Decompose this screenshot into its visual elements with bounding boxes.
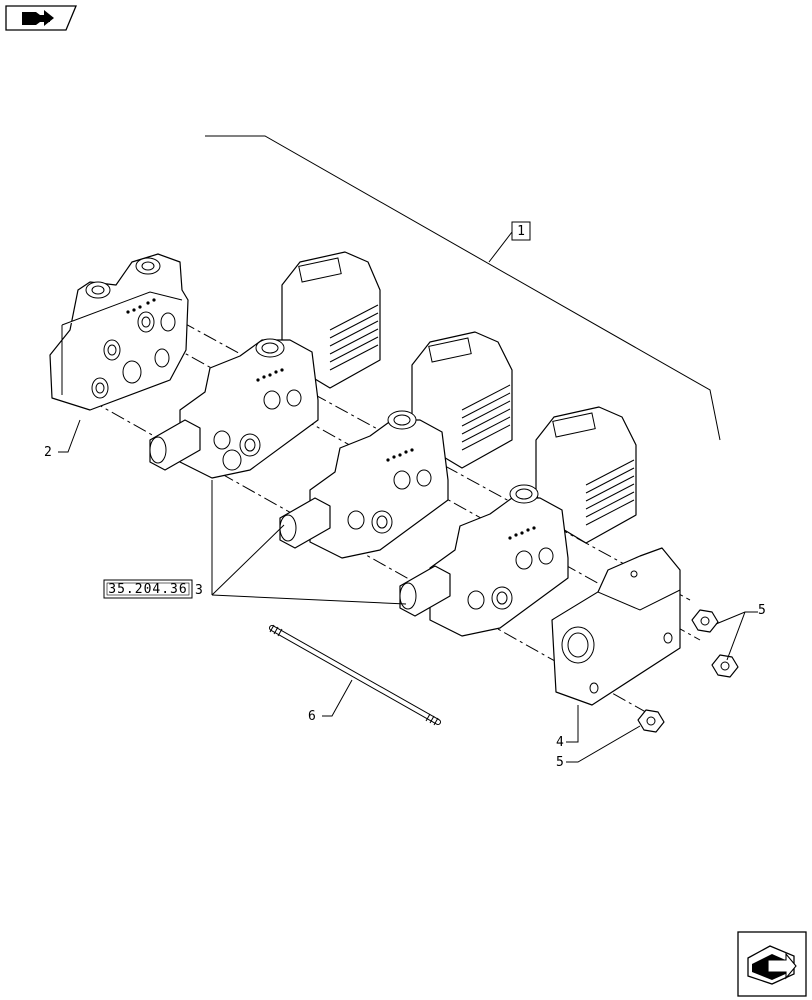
callout-label-3: 3: [195, 583, 203, 598]
book-nav-icon[interactable]: [5, 5, 77, 31]
hex-nut-3: [637, 709, 665, 733]
control-section-c: [399, 406, 637, 637]
control-section-b: [279, 331, 513, 559]
callout-label-5b: 5: [556, 755, 564, 770]
hex-nut-2: [711, 654, 739, 678]
inlet-end-section: [49, 253, 189, 411]
leader-lines-3: [211, 480, 407, 605]
next-page-arrow-icon[interactable]: [737, 931, 807, 997]
control-section-a: [149, 251, 381, 479]
hex-nut-1: [691, 609, 719, 633]
callout-box-1: [511, 221, 531, 241]
leader-line-4: [566, 705, 579, 743]
leader-line-2: [58, 419, 81, 453]
outlet-end-cover: [551, 547, 681, 706]
leader-line-1: [205, 135, 721, 441]
callout-label-2: 2: [44, 445, 52, 460]
callout-label-5a: 5: [758, 603, 766, 618]
reference-code[interactable]: 35.204.36: [108, 582, 187, 597]
tie-rod: [269, 624, 441, 726]
leader-line-6: [322, 679, 353, 717]
callout-label-4: 4: [556, 735, 564, 750]
leader-lines-5: [566, 611, 758, 763]
callout-label-6: 6: [308, 709, 316, 724]
reference-box[interactable]: [103, 579, 193, 599]
callout-label-1: 1: [517, 224, 525, 239]
